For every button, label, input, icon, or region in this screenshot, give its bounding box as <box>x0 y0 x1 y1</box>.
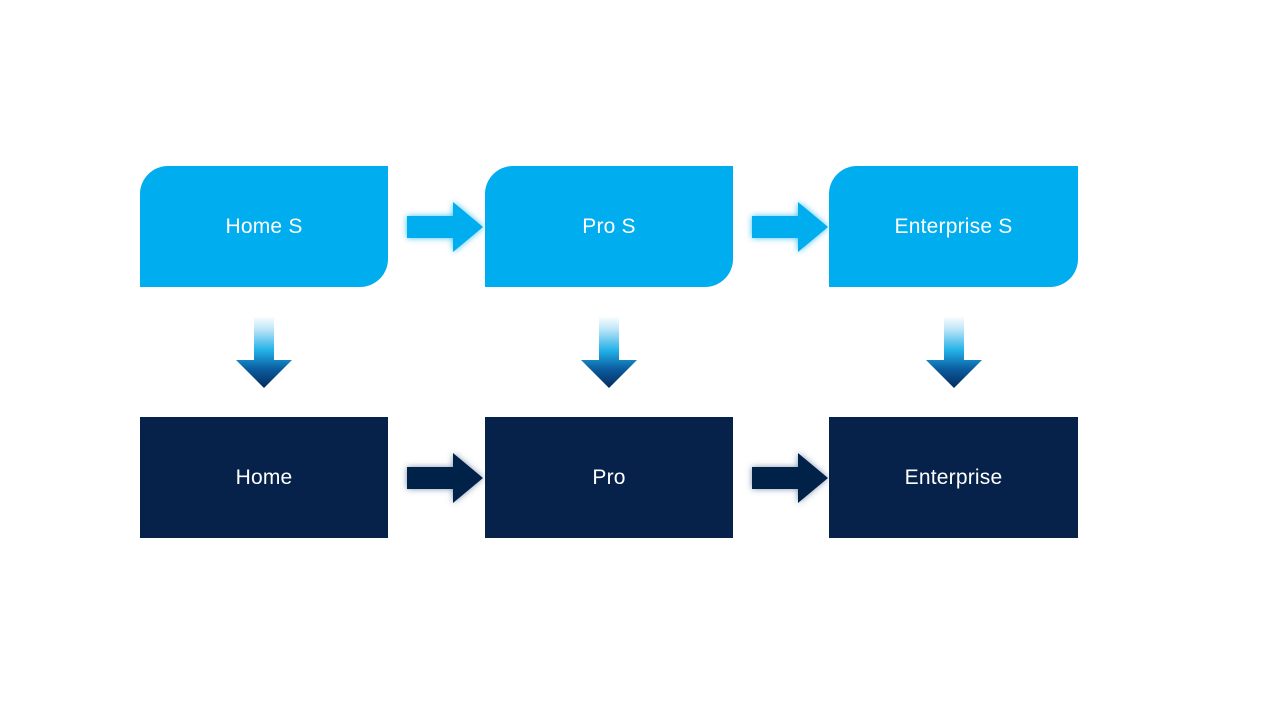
connector-pro-s-to-enterprise-s <box>752 202 828 252</box>
node-label: Home <box>235 465 293 489</box>
node-pro[interactable]: Pro <box>485 417 733 538</box>
connector-home-s-to-home <box>234 316 294 388</box>
right-arrow-icon <box>752 453 828 503</box>
right-arrow-icon <box>407 453 483 503</box>
connector-home-to-pro <box>407 453 483 503</box>
node-enterprise-s[interactable]: Enterprise S <box>829 166 1078 287</box>
node-label: Pro <box>592 465 626 489</box>
down-arrow-icon <box>581 316 637 388</box>
down-arrow-icon <box>236 316 292 388</box>
node-label: Pro S <box>582 214 636 238</box>
right-arrow-icon <box>407 202 483 252</box>
node-label: Enterprise S <box>894 214 1013 238</box>
right-arrow-icon <box>752 202 828 252</box>
connector-enterprise-s-to-enterprise <box>924 316 984 388</box>
node-enterprise[interactable]: Enterprise <box>829 417 1078 538</box>
down-arrow-icon <box>926 316 982 388</box>
connector-pro-to-enterprise <box>752 453 828 503</box>
node-home-s[interactable]: Home S <box>140 166 388 287</box>
node-pro-s[interactable]: Pro S <box>485 166 733 287</box>
node-label: Home S <box>225 214 303 238</box>
node-home[interactable]: Home <box>140 417 388 538</box>
connector-pro-s-to-pro <box>579 316 639 388</box>
node-label: Enterprise <box>904 465 1003 489</box>
connector-home-s-to-pro-s <box>407 202 483 252</box>
